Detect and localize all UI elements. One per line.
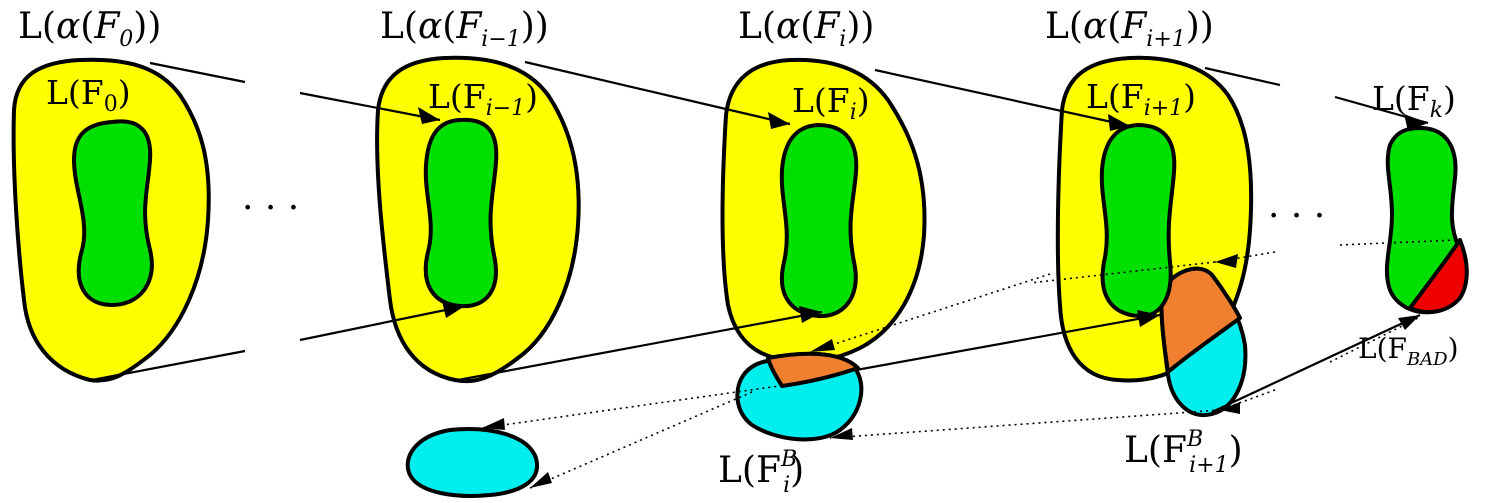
label-fi: L(Fi)	[792, 81, 870, 125]
label-alpha-fip1: L(α(Fi+1))	[1045, 6, 1214, 52]
bad-set-fim1	[405, 427, 540, 498]
inner-set-f0	[72, 119, 154, 307]
label-fbad: L(FBAD)	[1358, 332, 1459, 370]
label-alpha-f0: L(α(F0))	[18, 6, 161, 52]
label-alpha-fi: L(α(Fi))	[738, 6, 874, 52]
label-fim1: L(Fi−1)	[428, 77, 538, 121]
label-alpha-fim1: L(α(Fi−1))	[380, 6, 549, 52]
label-f0: L(F0)	[46, 73, 131, 117]
mapping-arrows	[91, 60, 1429, 413]
ellipsis-right: · · ·	[1268, 196, 1325, 237]
dotted-arrows	[481, 239, 1457, 489]
ellipsis-left: · · ·	[242, 188, 299, 229]
bad-region-fk	[1408, 238, 1469, 315]
inner-set-fi	[779, 123, 859, 319]
label-fk: L(Fk)	[1372, 79, 1456, 123]
overlap-fip1	[1159, 266, 1242, 374]
inner-set-fip1	[1099, 123, 1177, 319]
overlap-fi	[766, 351, 860, 388]
label-fip1: L(Fi+1)	[1086, 77, 1196, 121]
inner-set-fim1	[423, 117, 499, 309]
